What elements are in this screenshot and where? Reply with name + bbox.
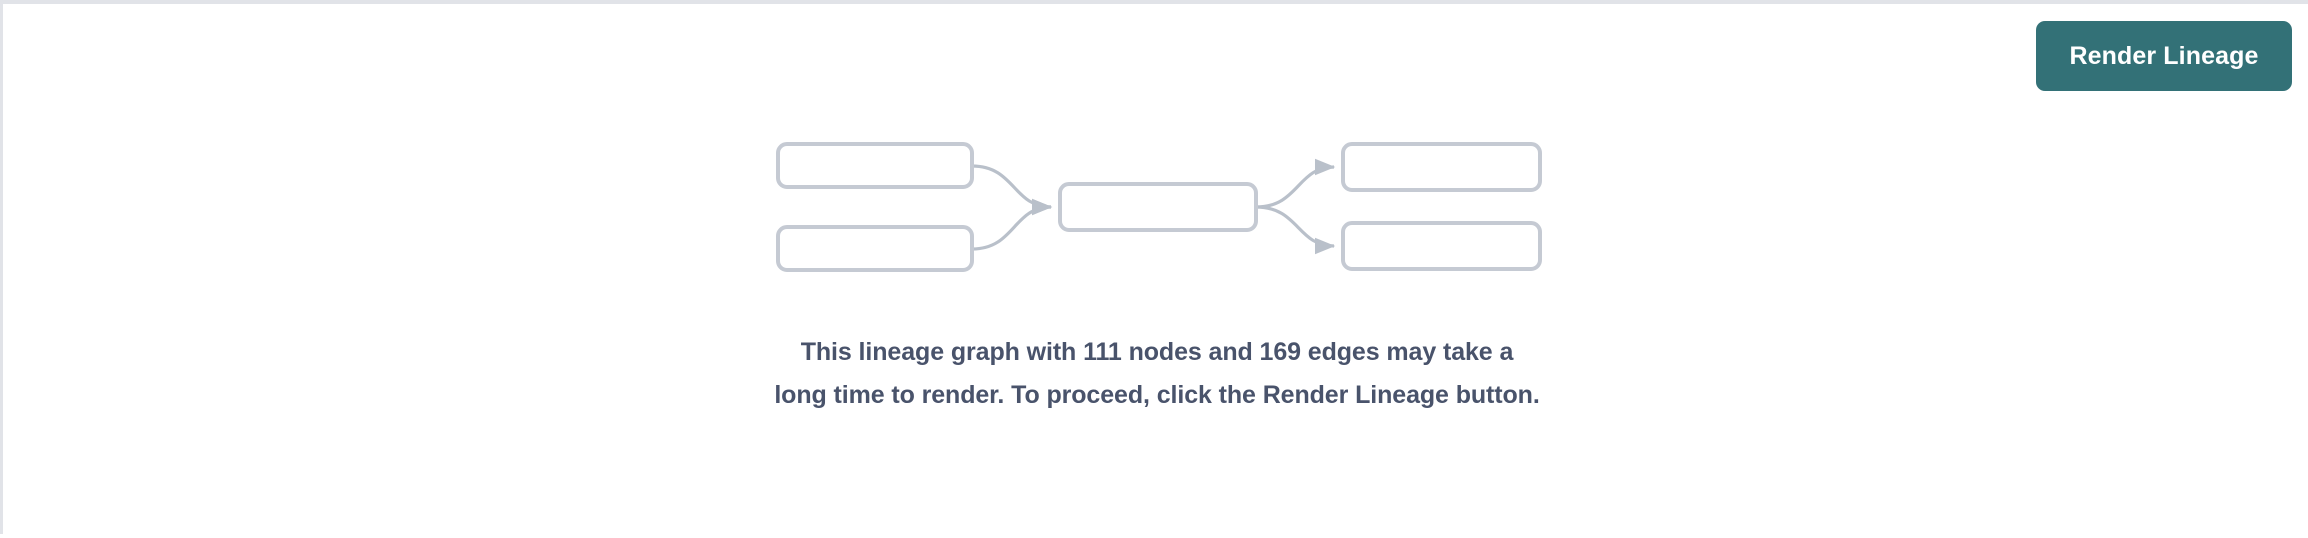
lineage-warning-message: This lineage graph with 111 nodes and 16… (774, 338, 1540, 409)
edge-upstream-1-to-center (971, 164, 1053, 216)
placeholder-node-downstream-2 (1341, 221, 1542, 271)
placeholder-node-upstream-2 (776, 225, 974, 272)
placeholder-node-center-1 (1058, 182, 1258, 232)
edge-upstream-2-to-center (971, 198, 1053, 251)
lineage-placeholder-graph (776, 142, 1542, 272)
placeholder-node-upstream-1 (776, 142, 974, 189)
render-lineage-button[interactable]: Render Lineage (2036, 21, 2292, 91)
edge-center-to-downstream-2 (1255, 205, 1336, 255)
placeholder-node-downstream-1 (1341, 142, 1542, 192)
edge-center-to-downstream-1 (1255, 158, 1336, 209)
